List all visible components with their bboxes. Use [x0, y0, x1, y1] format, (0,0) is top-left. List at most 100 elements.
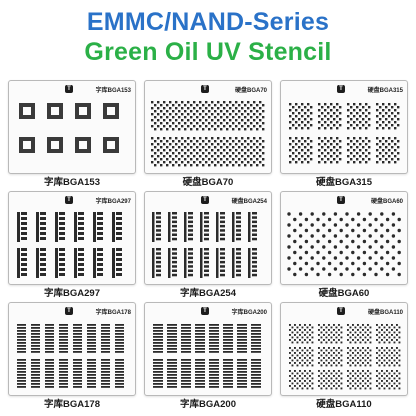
- stencil-pad: [195, 359, 205, 361]
- stencil-pad: [232, 164, 235, 167]
- stencil-ball: [298, 267, 303, 271]
- stencil-pad: [152, 248, 155, 278]
- stencil-pad: [296, 377, 299, 380]
- stencil-pad: [156, 229, 161, 232]
- stencil-pad: [115, 333, 124, 335]
- stencil-pad: [156, 248, 161, 251]
- stencil-pad: [259, 143, 262, 146]
- stencil-header: T 硬盘BGA70: [149, 84, 267, 98]
- stencil-pad: [347, 339, 349, 341]
- stencil-header: T 字库BGA178: [13, 306, 131, 320]
- stencil-pad: [324, 109, 327, 112]
- stencil-pad: [55, 248, 58, 278]
- stencil-pad: [78, 263, 84, 266]
- stencil-pad: [335, 349, 338, 352]
- stencil-pad: [291, 341, 294, 344]
- stencil-pad: [328, 329, 330, 331]
- stencil-pad: [154, 110, 157, 113]
- stencil-pad: [353, 137, 356, 140]
- stencil-pad: [59, 386, 68, 388]
- stencil-ball: [380, 212, 384, 216]
- stencil-pad: [31, 333, 40, 335]
- stencil-pad: [397, 146, 400, 149]
- stencil-pad: [199, 155, 202, 158]
- stencil-ball: [385, 239, 390, 244]
- stencil-pad: [259, 113, 262, 116]
- stencil-pad: [97, 217, 103, 220]
- stencil-pad: [347, 370, 349, 372]
- stencil-pad: [381, 385, 383, 387]
- stencil-pad: [237, 386, 247, 388]
- stencil-pad: [327, 152, 330, 155]
- stencil-pad: [166, 146, 169, 149]
- stencil-pad: [223, 351, 233, 353]
- stencil-pad: [339, 140, 342, 143]
- stencil-pad: [235, 149, 238, 152]
- stencil-pad: [362, 352, 364, 354]
- stencil-pad: [349, 331, 352, 334]
- stencil-pad: [167, 351, 177, 353]
- stencil-pad: [160, 104, 163, 107]
- stencil-pad: [349, 359, 352, 362]
- stencil-pad: [21, 222, 27, 225]
- stencil-pad: [347, 155, 350, 158]
- stencil-pad: [187, 155, 190, 158]
- stencil-pad: [154, 140, 157, 143]
- stencil-pad: [59, 371, 68, 373]
- stencil-pad: [328, 370, 330, 372]
- stencil-pad: [205, 107, 208, 110]
- stencil-pad: [325, 359, 328, 362]
- stencil-pad: [51, 107, 59, 115]
- stencil-pad: [78, 253, 84, 256]
- stencil-pad: [17, 377, 26, 379]
- stencil-pad: [101, 339, 110, 341]
- stencil-pad: [294, 324, 296, 326]
- stencil-pad: [318, 149, 321, 152]
- stencil-pad: [209, 362, 219, 364]
- stencil-ball: [293, 272, 297, 277]
- stencil-pad: [21, 268, 27, 271]
- stencil-pad: [226, 116, 229, 119]
- stencil-pad: [304, 140, 307, 143]
- stencil-pad: [31, 351, 40, 353]
- stencil-pad: [211, 161, 214, 164]
- stencil-pad: [151, 155, 154, 158]
- stencil-pad: [398, 372, 401, 375]
- stencil-pad: [259, 107, 262, 110]
- stencil-pad: [350, 106, 353, 109]
- stencil-pad: [320, 364, 323, 367]
- stencil-pad: [232, 140, 235, 143]
- stencil-pad: [236, 237, 241, 241]
- stencil-pad: [347, 115, 350, 118]
- stencil-pad: [153, 380, 163, 382]
- stencil-pad: [172, 116, 175, 119]
- stencil-ball: [304, 239, 309, 244]
- stencil-pad: [354, 331, 357, 334]
- stencil-pad: [333, 124, 336, 127]
- stencil-pad: [383, 359, 386, 362]
- stencil-pad: [376, 155, 379, 158]
- stencil-pad: [382, 161, 385, 164]
- stencil-pad: [356, 158, 359, 161]
- stencil-pad: [320, 387, 323, 390]
- stencil-pad: [244, 128, 247, 131]
- stencil-pad: [301, 349, 304, 352]
- stencil-pad: [388, 359, 391, 362]
- stencil-pad: [309, 380, 311, 382]
- stencil-ball: [391, 245, 396, 249]
- stencil-pad: [78, 273, 84, 276]
- stencil-ball: [287, 212, 291, 216]
- stencil-pad: [330, 326, 333, 329]
- stencil-card: T 字库BGA153: [8, 80, 136, 174]
- stencil-pad: [31, 327, 40, 329]
- stencil-pad: [321, 158, 324, 161]
- stencil-pad: [325, 349, 328, 352]
- stencil-pad: [59, 380, 68, 382]
- stencil-pad: [193, 101, 196, 104]
- stencil-pad: [235, 161, 238, 164]
- title-line-1: EMMC/NAND-Series: [86, 8, 330, 36]
- stencil-pad: [383, 372, 386, 375]
- stencil-pad: [112, 212, 115, 242]
- stencil-pad: [237, 324, 247, 326]
- stencil-pad: [307, 115, 310, 118]
